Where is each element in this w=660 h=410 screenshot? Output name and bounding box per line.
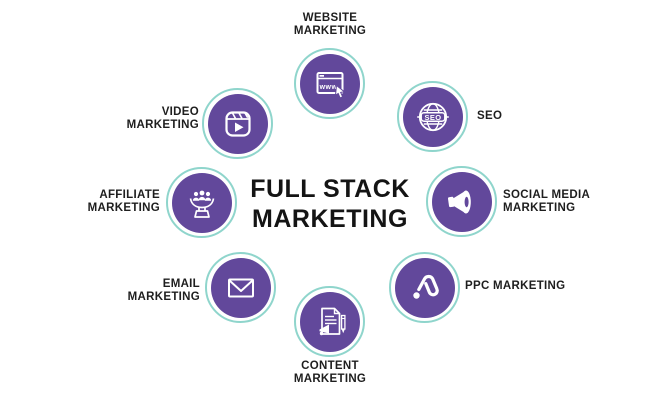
social-media-marketing-circle xyxy=(426,166,497,237)
social-media-marketing-label: SOCIAL MEDIA MARKETING xyxy=(503,189,591,214)
reels-play-icon xyxy=(207,93,268,154)
seo-circle: SEO xyxy=(397,81,468,152)
people-funnel-icon xyxy=(171,172,232,233)
website-marketing-circle: www xyxy=(294,48,365,119)
ppc-marketing-label: PPC MARKETING xyxy=(465,280,566,292)
website-marketing-label: WEBSITE MARKETING xyxy=(293,12,367,37)
browser-www-icon: www xyxy=(299,53,360,114)
envelope-icon xyxy=(210,257,271,318)
video-marketing-label: VIDEO MARKETING xyxy=(126,106,199,131)
content-marketing-circle xyxy=(294,286,365,357)
email-marketing-circle xyxy=(205,252,276,323)
svg-text:SEO: SEO xyxy=(424,112,441,121)
document-pencil-icon xyxy=(299,291,360,352)
megaphone-icon xyxy=(431,171,492,232)
ppc-marketing-circle xyxy=(389,252,460,323)
video-marketing-circle xyxy=(202,88,273,159)
seo-label: SEO xyxy=(477,110,503,122)
svg-text:www: www xyxy=(318,83,337,90)
diagram-title: FULL STACK MARKETING xyxy=(250,175,410,233)
seo-globe-icon: SEO xyxy=(402,86,463,147)
affiliate-marketing-label: AFFILIATE MARKETING xyxy=(87,189,160,214)
email-marketing-label: EMAIL MARKETING xyxy=(127,278,200,303)
google-ads-icon xyxy=(394,257,455,318)
content-marketing-label: CONTENT MARKETING xyxy=(293,360,367,385)
affiliate-marketing-circle xyxy=(166,167,237,238)
